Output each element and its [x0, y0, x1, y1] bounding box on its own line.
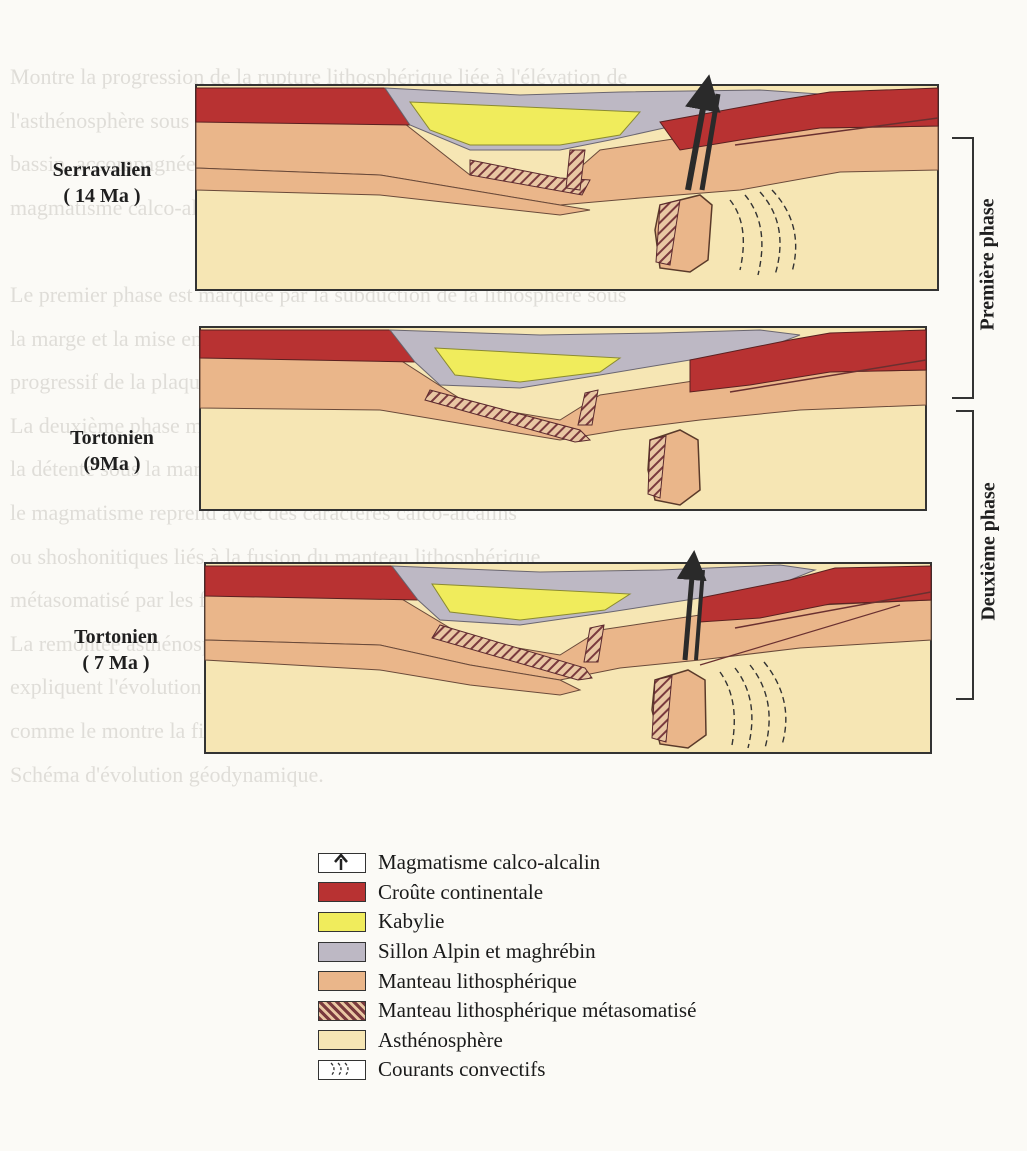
phase-bracket-2	[956, 410, 974, 700]
legend: Magmatisme calco-alcalin Croûte continen…	[318, 848, 696, 1085]
arrow-up-icon	[318, 853, 366, 873]
stage-name: Serravalien	[32, 157, 172, 183]
legend-item-magma: Magmatisme calco-alcalin	[318, 848, 696, 878]
phase-bracket-1	[952, 137, 974, 399]
asthenosphere-swatch	[318, 1030, 366, 1050]
legend-item-astheno: Asthénosphère	[318, 1026, 696, 1056]
manteau-swatch	[318, 971, 366, 991]
legend-label: Sillon Alpin et maghrébin	[378, 939, 596, 964]
legend-label: Kabylie	[378, 909, 444, 934]
kabylie-swatch	[318, 912, 366, 932]
section-serravalien	[196, 85, 938, 290]
section-tortonien-9ma	[200, 327, 926, 510]
stage-name: Tortonien	[56, 624, 176, 650]
legend-item-croute: Croûte continentale	[318, 878, 696, 908]
stage-label-1: Serravalien ( 14 Ma )	[32, 157, 172, 209]
legend-label: Manteau lithosphérique	[378, 969, 577, 994]
legend-label: Courants convectifs	[378, 1057, 545, 1082]
stage-age: ( 14 Ma )	[32, 183, 172, 209]
metasomatise-swatch	[318, 1001, 366, 1021]
legend-item-sillon: Sillon Alpin et maghrébin	[318, 937, 696, 967]
section-tortonien-7ma	[205, 563, 931, 753]
legend-item-meta: Manteau lithosphérique métasomatisé	[318, 996, 696, 1026]
sillon-swatch	[318, 942, 366, 962]
convection-icon	[318, 1060, 366, 1080]
phase-label-1: Première phase	[977, 195, 1000, 335]
croute-swatch	[318, 882, 366, 902]
stage-age: ( 7 Ma )	[56, 650, 176, 676]
phase-label-2: Deuxième phase	[978, 482, 1001, 622]
legend-label: Magmatisme calco-alcalin	[378, 850, 600, 875]
legend-label: Croûte continentale	[378, 880, 543, 905]
legend-label: Manteau lithosphérique métasomatisé	[378, 998, 696, 1023]
stage-name: Tortonien	[52, 425, 172, 451]
stage-age: (9Ma )	[52, 451, 172, 477]
stage-label-3: Tortonien ( 7 Ma )	[56, 624, 176, 676]
stage-label-2: Tortonien (9Ma )	[52, 425, 172, 477]
legend-label: Asthénosphère	[378, 1028, 503, 1053]
legend-item-courants: Courants convectifs	[318, 1055, 696, 1085]
legend-item-manteau: Manteau lithosphérique	[318, 966, 696, 996]
legend-item-kabylie: Kabylie	[318, 907, 696, 937]
